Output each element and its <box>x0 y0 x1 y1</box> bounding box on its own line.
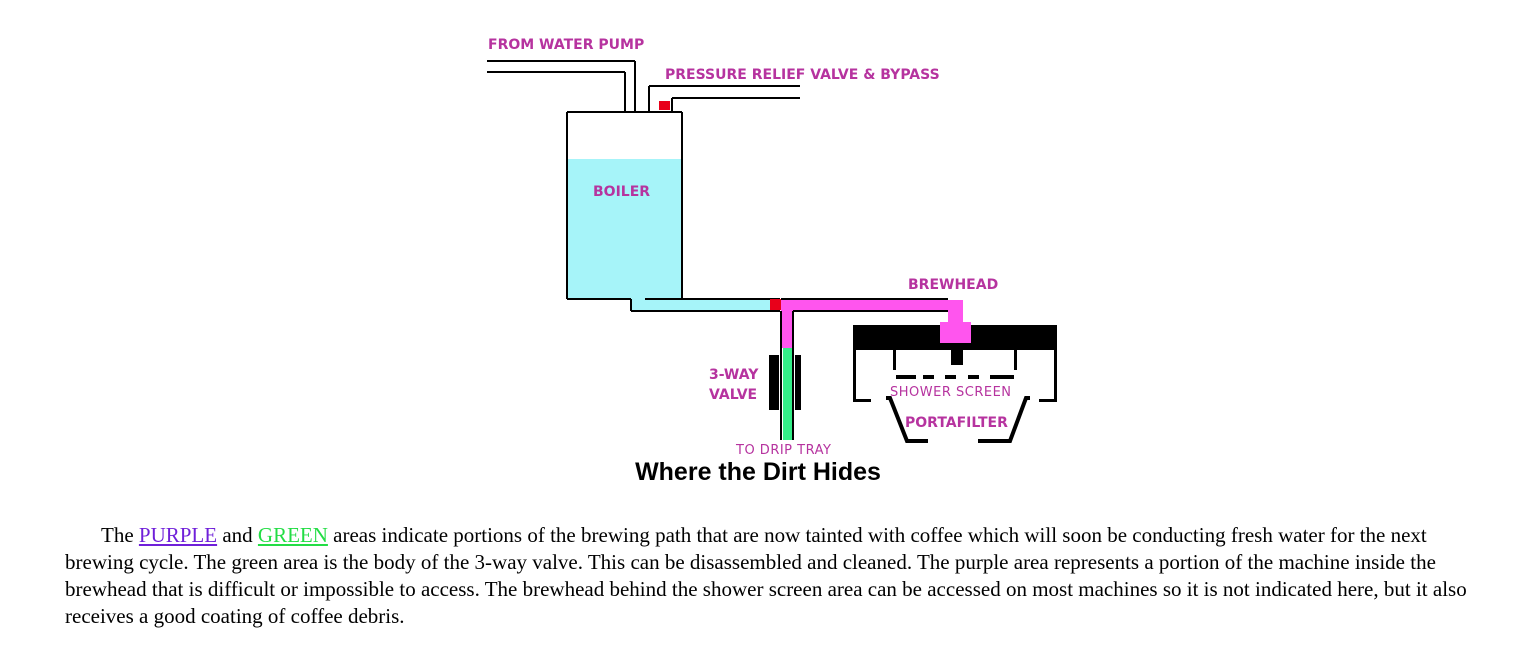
label-boiler: BOILER <box>593 184 650 200</box>
label-to-drip-tray: TO DRIP TRAY <box>735 443 831 458</box>
para-text-and: and <box>217 523 258 547</box>
espresso-machine-diagram: FROM WATER PUMP PRESSURE RELIEF VALVE & … <box>487 37 1057 458</box>
three-way-valve-body <box>769 355 779 410</box>
brewhead-pipe <box>780 298 948 440</box>
pressure-relief-valve-marker <box>659 101 670 110</box>
label-pressure-relief: PRESSURE RELIEF VALVE & BYPASS <box>665 67 940 83</box>
diagram-caption: Where the Dirt Hides <box>635 458 881 486</box>
label-portafilter: PORTAFILTER <box>905 415 1008 431</box>
portafilter <box>886 396 1030 443</box>
boiler-water <box>567 159 682 299</box>
label-shower-screen: SHOWER SCREEN <box>890 385 1012 400</box>
para-text-before: The <box>101 523 139 547</box>
explanation-paragraph: The PURPLE and GREEN areas indicate port… <box>65 522 1480 630</box>
tainted-purple-area <box>781 300 971 348</box>
check-valve-marker <box>770 299 781 310</box>
para-text-after: areas indicate portions of the brewing p… <box>65 523 1467 628</box>
boiler-tank <box>566 111 683 300</box>
label-brewhead: BREWHEAD <box>908 277 998 293</box>
tainted-green-area <box>783 348 793 440</box>
purple-link[interactable]: PURPLE <box>138 523 218 547</box>
label-from-water-pump: FROM WATER PUMP <box>488 37 644 53</box>
water-pump-pipe <box>487 60 636 112</box>
shower-screen-dashes <box>896 375 1014 379</box>
boiler-outlet-water <box>632 299 772 310</box>
three-way-valve-side <box>795 355 801 410</box>
green-link[interactable]: GREEN <box>257 523 328 547</box>
label-three-way-2: VALVE <box>709 387 757 403</box>
boiler-outlet-pipe <box>630 298 780 312</box>
label-three-way-1: 3-WAY <box>709 367 759 383</box>
brewhead-block <box>853 325 1057 402</box>
pressure-relief-pipe <box>648 85 800 112</box>
